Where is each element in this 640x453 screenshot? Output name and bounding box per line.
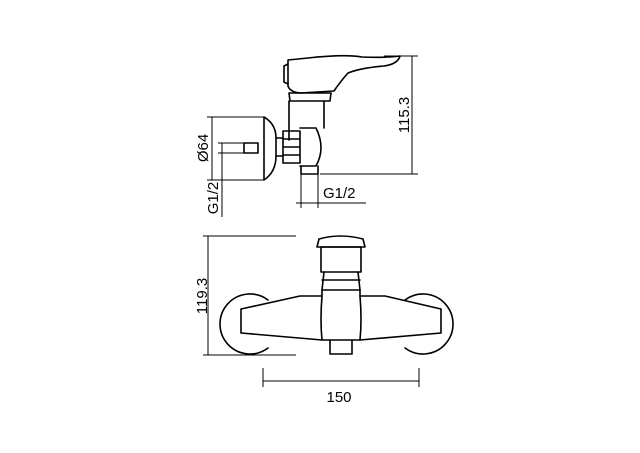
side-wall-flange (263, 116, 277, 181)
side-view (243, 54, 401, 181)
dim-front-height-label: 119.3 (194, 278, 211, 314)
side-bottom-outlet (300, 165, 319, 175)
dim-front-width-label: 150 (326, 389, 351, 406)
side-hex-nut (282, 130, 301, 164)
side-lever-knob (283, 63, 289, 85)
dim-side-height-label: 115.3 (396, 97, 413, 133)
dim-side-height: 115.3 (320, 55, 418, 175)
front-main-body (240, 289, 442, 341)
dim-front-height: 119.3 (194, 235, 296, 356)
dim-flange-diameter-label: Ø64 (195, 134, 212, 162)
front-body-detail (320, 295, 362, 341)
front-bottom-outlet (329, 339, 353, 355)
front-neck (321, 271, 361, 291)
side-body (288, 100, 325, 141)
dim-front-width: 150 (262, 368, 420, 406)
front-flange-left (219, 293, 269, 355)
front-lever-cap (316, 235, 366, 248)
front-view (219, 235, 454, 355)
side-wall-stub (243, 142, 259, 154)
dim-side-thread-left-label: G1/2 (205, 182, 222, 215)
front-cartridge-column (320, 246, 362, 273)
dim-side-thread-bottom: G1/2 (296, 174, 366, 208)
side-outlet-housing (299, 127, 322, 167)
side-cartridge-cap (288, 92, 332, 102)
front-flange-right (404, 293, 454, 355)
dim-side-thread-bottom-label: G1/2 (323, 185, 356, 202)
side-connector (275, 137, 284, 157)
side-lever-handle (287, 54, 401, 94)
dim-side-thread-left: G1/2 (205, 142, 244, 217)
dim-flange-diameter: Ø64 (195, 116, 264, 181)
